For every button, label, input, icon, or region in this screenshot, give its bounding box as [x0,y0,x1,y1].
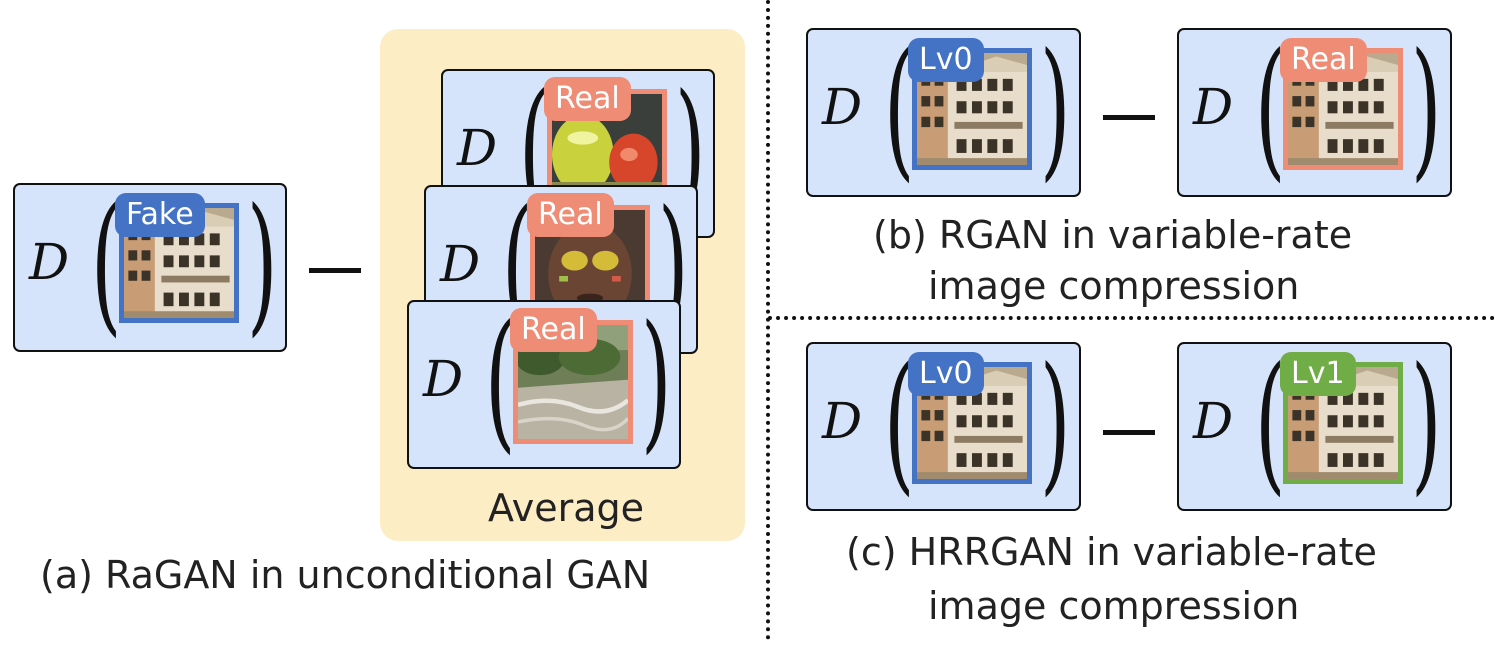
discriminator-symbol: D [423,350,464,408]
lv0-discriminator-card-c: D ( ) Lv0 [806,342,1081,511]
caption-b-line1: (b) RGAN in variable-rate [873,213,1353,257]
horizontal-divider [768,316,1495,320]
right-parenthesis: ) [1411,22,1442,196]
caption-c-line1: (c) HRRGAN in variable-rate [846,530,1377,574]
real-discriminator-card-3: D ( ) Real [407,300,681,469]
discriminator-symbol: D [29,233,70,291]
right-parenthesis: ) [1040,336,1071,510]
real-tag-2: Real [527,193,614,237]
real-tag-1: Real [544,77,631,121]
lv0-discriminator-card-b: D ( ) Lv0 [806,28,1081,197]
lv1-tag-c: Lv1 [1280,352,1356,396]
right-parenthesis: ) [641,294,672,468]
fake-tag: Fake [115,193,205,237]
minus-sign-b [1103,115,1155,120]
discriminator-symbol: D [1193,392,1234,450]
average-label: Average [488,486,645,530]
right-parenthesis: ) [247,177,278,351]
minus-sign-c [1103,430,1155,435]
caption-c-line2: image compression [928,584,1300,628]
lv0-tag-b: Lv0 [908,38,984,82]
real-tag-3: Real [510,308,597,352]
vertical-divider [766,0,770,640]
caption-b-line2: image compression [928,264,1300,308]
discriminator-symbol: D [1193,78,1234,136]
right-parenthesis: ) [1411,336,1442,510]
discriminator-symbol: D [457,119,498,177]
lv1-discriminator-card-c: D ( ) Lv1 [1177,342,1452,511]
real-discriminator-card-b: D ( ) Real [1177,28,1452,197]
minus-sign-a [309,268,361,273]
discriminator-symbol: D [440,235,481,293]
fake-discriminator-card: D ( ) Fake [13,183,287,352]
lv0-tag-c: Lv0 [908,352,984,396]
discriminator-symbol: D [822,392,863,450]
discriminator-symbol: D [822,78,863,136]
real-tag-b: Real [1280,38,1367,82]
caption-a: (a) RaGAN in unconditional GAN [40,553,651,597]
right-parenthesis: ) [1040,22,1071,196]
